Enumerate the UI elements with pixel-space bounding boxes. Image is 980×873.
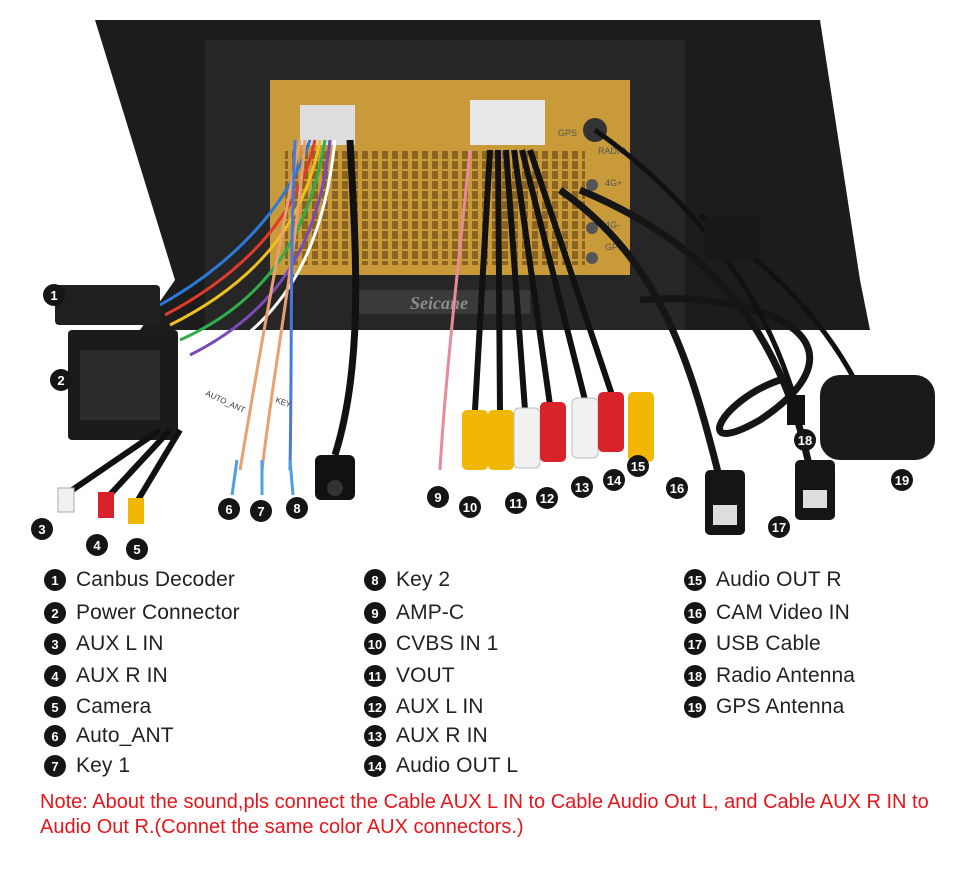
marker-17: 17 (768, 516, 790, 538)
marker-5: 5 (126, 538, 148, 560)
connection-note: Note: About the sound,pls connect the Ca… (40, 791, 929, 838)
marker-11: 11 (505, 492, 527, 514)
wiring-illustration: GPS RADIO 4G+ 4G- GPS Seicane (55, 20, 935, 535)
port-label-gps-2: GPS (605, 242, 624, 252)
wire-harness (159, 139, 360, 471)
marker-18: 18 (794, 429, 816, 451)
brand-watermark: Seicane (410, 293, 468, 313)
tag-auto-ant: AUTO_ANT (204, 389, 246, 415)
marker-12: 12 (536, 487, 558, 509)
port-label-radio: RADIO (598, 146, 627, 156)
key-jack (315, 455, 355, 500)
port-label-gps: GPS (558, 128, 577, 138)
marker-3: 3 (31, 518, 53, 540)
marker-14: 14 (603, 469, 625, 491)
marker-1: 1 (43, 284, 65, 306)
marker-4: 4 (86, 534, 108, 556)
marker-10: 10 (459, 496, 481, 518)
marker-9: 9 (427, 486, 449, 508)
marker-6: 6 (218, 498, 240, 520)
radio-antenna-plug (787, 395, 805, 425)
rca-left-group (57, 427, 183, 524)
usb-plug-1 (705, 470, 745, 535)
port-label-4g-plus: 4G+ (605, 178, 622, 188)
canbus-decoder-box (55, 285, 160, 325)
marker-2: 2 (50, 369, 72, 391)
rca-center-group (462, 149, 654, 470)
marker-19: 19 (891, 469, 913, 491)
marker-8: 8 (286, 497, 308, 519)
wiring-diagram: GPS RADIO 4G+ 4G- GPS Seicane (31, 20, 935, 560)
gps-antenna-puck (820, 375, 935, 460)
port-label-4g-minus: 4G- (605, 220, 620, 230)
marker-7: 7 (250, 500, 272, 522)
marker-16: 16 (666, 477, 688, 499)
marker-13: 13 (571, 476, 593, 498)
marker-15: 15 (627, 455, 649, 477)
